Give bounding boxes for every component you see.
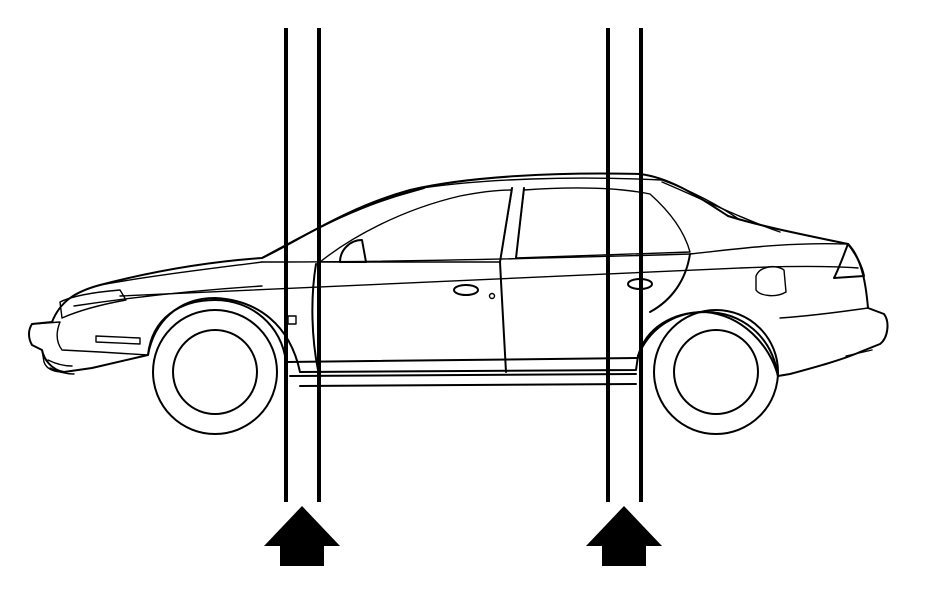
b-pillar — [499, 187, 525, 263]
front-lift-guides — [284, 28, 321, 502]
fog-lamp — [47, 359, 75, 375]
front-window — [319, 189, 513, 263]
front-wheel-arch — [147, 299, 287, 363]
front-tire — [152, 309, 278, 435]
front-bumper — [31, 321, 149, 356]
front-door — [311, 261, 507, 373]
windshield — [261, 187, 425, 259]
rear-glass — [661, 181, 781, 233]
tail-lamp — [833, 243, 865, 279]
roof-rail — [409, 177, 741, 221]
rear-rim — [673, 329, 759, 415]
hood-line — [73, 261, 263, 307]
side-marker — [287, 315, 297, 325]
rocker-panel — [285, 357, 639, 387]
rear-up-arrow-icon — [586, 506, 662, 566]
headlamp — [59, 289, 127, 319]
fuel-door — [755, 265, 787, 297]
rear-lift-guides — [606, 28, 643, 502]
rear-bumper — [779, 307, 881, 357]
rear-tire — [653, 309, 779, 435]
body-outline — [28, 172, 889, 377]
front-rim — [172, 329, 258, 415]
side-mirror — [339, 239, 367, 263]
front-up-arrow-icon — [264, 506, 340, 566]
car-body — [28, 172, 889, 435]
door-lock — [488, 292, 496, 300]
front-door-handle — [453, 284, 479, 296]
beltline — [261, 243, 849, 263]
side-marker-front — [95, 335, 141, 345]
rear-wheel-arch — [637, 311, 779, 377]
rear-door — [649, 253, 691, 313]
body-crease — [119, 265, 859, 297]
rear-window — [515, 187, 691, 259]
